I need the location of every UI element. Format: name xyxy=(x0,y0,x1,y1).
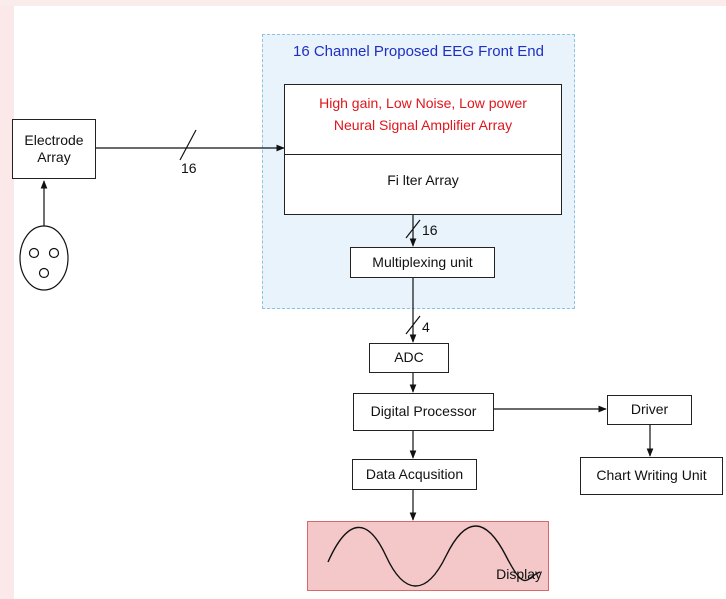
bus-slash-16-a xyxy=(179,129,197,161)
multiplexing-unit-label: Multiplexing unit xyxy=(372,253,473,270)
background-top-band xyxy=(0,0,726,6)
electrode-contact-3 xyxy=(38,267,50,279)
amplifier-filter-divider xyxy=(285,154,561,155)
amplifier-label: High gain, Low Noise, Low power Neural S… xyxy=(285,93,561,136)
bus-slash-4 xyxy=(405,315,421,335)
data-acquisition-box: Data Acqusition xyxy=(352,459,477,490)
electrode-array-line2: Array xyxy=(37,149,71,165)
amplifier-label-line2: Neural Signal Amplifier Array xyxy=(333,116,513,133)
bus-label-filter-to-mux: 16 xyxy=(422,222,438,238)
chart-writing-unit-box: Chart Writing Unit xyxy=(580,457,723,495)
electrode-contact-2 xyxy=(48,247,60,259)
adc-box: ADC xyxy=(369,343,449,373)
driver-label: Driver xyxy=(630,401,669,418)
electrode-array-line1: Electrode xyxy=(24,131,84,148)
electrode-contact-1 xyxy=(28,247,40,259)
multiplexing-unit-box: Multiplexing unit xyxy=(350,247,495,278)
background-stripe xyxy=(0,0,14,599)
electrode-array-box: Electrode Array xyxy=(12,119,96,179)
digital-processor-label: Digital Processor xyxy=(370,403,477,420)
adc-label: ADC xyxy=(394,349,424,366)
data-acquisition-label: Data Acqusition xyxy=(365,465,464,482)
amplifier-label-line1: High gain, Low Noise, Low power xyxy=(319,95,527,111)
bus-slash-16-b xyxy=(405,219,421,239)
display-box: Display xyxy=(307,521,549,591)
display-label: Display xyxy=(496,566,542,582)
electrode-sensor-graphic xyxy=(19,225,69,291)
sine-wave-graphic xyxy=(327,525,541,587)
bus-label-electrode-to-amp: 16 xyxy=(181,160,197,176)
driver-box: Driver xyxy=(607,395,692,425)
bus-label-mux-to-adc: 4 xyxy=(422,319,430,335)
digital-processor-box: Digital Processor xyxy=(353,393,494,431)
amplifier-filter-block: High gain, Low Noise, Low power Neural S… xyxy=(284,84,562,215)
electrode-sensor-outline xyxy=(19,225,69,291)
front-end-title: 16 Channel Proposed EEG Front End xyxy=(293,43,544,60)
chart-writing-unit-label: Chart Writing Unit xyxy=(596,467,707,484)
filter-array-label: Fi lter Array xyxy=(387,172,459,188)
